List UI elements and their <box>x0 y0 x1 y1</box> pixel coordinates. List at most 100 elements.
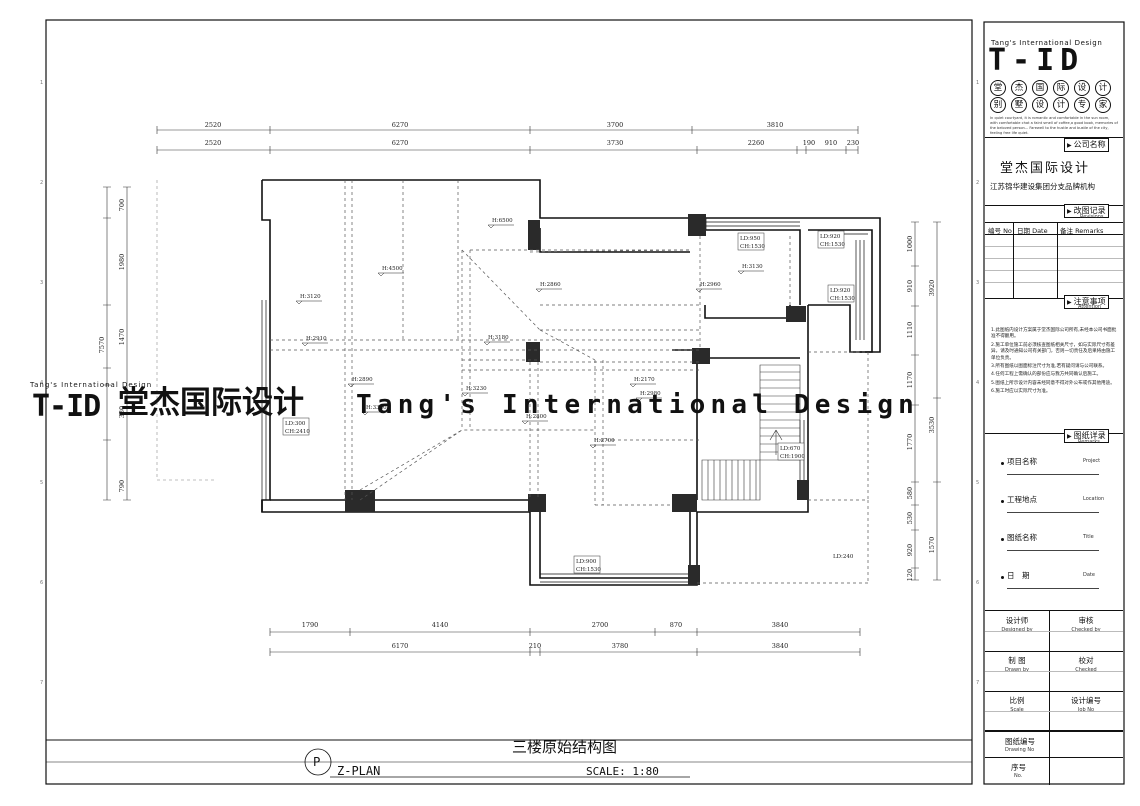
signature-cn: 设计编号 <box>1071 696 1101 705</box>
window-tag <box>737 232 765 251</box>
height-label: H:6500 <box>492 218 513 224</box>
dim-top-2: 2260 <box>748 139 765 147</box>
window-ch: CH:1900 <box>780 454 805 460</box>
svg-text:7: 7 <box>40 680 43 686</box>
watermark-logo: T-ID <box>32 389 101 424</box>
height-marker <box>695 288 722 293</box>
detail-field-cn: 工程地点 <box>1007 495 1037 504</box>
dim-top-1: 6270 <box>392 121 409 129</box>
brand-char-box: 国 <box>1032 80 1048 96</box>
detail-field-line <box>1007 550 1099 551</box>
detail-field-cn: 图纸名称 <box>1007 533 1037 542</box>
attention-note: 6.施工时应以实际尺寸为准。 <box>991 389 1051 395</box>
ld-note: LD:240 <box>833 554 854 560</box>
dim-right-inner: 910 <box>906 280 914 292</box>
signature-line <box>1049 631 1123 632</box>
signature-cell: 审核 Checked by <box>1049 611 1123 652</box>
height-label: H:3130 <box>742 264 763 270</box>
brand-logo: T-ID <box>988 43 1085 78</box>
signature-line <box>985 631 1049 632</box>
signature-line <box>985 671 1049 672</box>
height-label: H:2860 <box>540 282 561 288</box>
dim-bottom-2: 6170 <box>392 642 409 650</box>
height-label: H:3180 <box>488 335 509 341</box>
window-tag <box>817 230 845 249</box>
svg-text:6: 6 <box>40 580 43 586</box>
detail-field-cn: 项目名称 <box>1007 457 1037 466</box>
drawing-scale: SCALE: 1:80 <box>586 765 659 778</box>
height-marker <box>361 411 388 416</box>
svg-text:4: 4 <box>40 380 43 386</box>
brand-caption: Tang's International Design <box>991 39 1103 47</box>
window-ch: CH:2410 <box>285 429 310 435</box>
section-line <box>985 137 1123 138</box>
dim-right-inner: 580 <box>906 487 914 499</box>
structural-columns <box>345 214 809 585</box>
height-label: H:2700 <box>594 438 615 444</box>
height-label: H:3380 <box>366 405 387 411</box>
brand-char-box: 家 <box>1095 97 1111 113</box>
height-label: H:2170 <box>634 377 655 383</box>
brand-char-box: 计 <box>1095 80 1111 96</box>
dim-top-2: 230 <box>847 139 859 147</box>
height-marker <box>377 272 404 277</box>
bullet-icon <box>1001 462 1004 465</box>
height-marker <box>461 392 488 397</box>
height-marker <box>635 397 662 402</box>
height-label: H:4500 <box>382 266 403 272</box>
svg-text:1: 1 <box>976 80 979 86</box>
dim-right-inner: 530 <box>906 512 914 524</box>
window-ch: CH:1530 <box>830 296 855 302</box>
attention-note: 4.任何工程上需确认的部份应与我方共同确认后施工。 <box>991 372 1102 378</box>
signature-line <box>1049 711 1123 712</box>
svg-text:1: 1 <box>40 80 43 86</box>
dim-top-2: 3730 <box>607 139 624 147</box>
dim-left-inner: 1980 <box>118 254 126 271</box>
dim-top-2: 190 <box>803 139 815 147</box>
brand-char-box: 别 <box>990 97 1006 113</box>
svg-text:4: 4 <box>976 380 979 386</box>
signature-en: Checked by <box>1071 627 1101 633</box>
revisions-en: Revisions <box>1080 214 1104 220</box>
drawing-title: 三楼原始结构图 <box>512 738 618 756</box>
dim-top-1: 3810 <box>767 121 784 129</box>
detail-field-en: Date <box>1083 572 1095 578</box>
dim-right-inner: 1170 <box>906 372 914 389</box>
dim-right-inner: 1770 <box>906 434 914 451</box>
dim-top-1: 3700 <box>607 121 624 129</box>
dim-right-outer: 3920 <box>928 280 936 297</box>
signature-en: Drawn by <box>1005 667 1029 673</box>
revisions-table: 编号 No 日期 Date 备注 Remarks <box>985 222 1123 298</box>
brand-char-box: 墅 <box>1011 97 1027 113</box>
title-strip <box>304 748 690 778</box>
window-ld: LD:920 <box>830 288 851 294</box>
svg-text:5: 5 <box>976 480 979 486</box>
window-ch: CH:1530 <box>820 242 845 248</box>
attention-note: 5.图纸上所示设计内容未经同意不得对外公布或作其他用途。 <box>991 380 1115 386</box>
height-marker <box>737 270 764 275</box>
drawing-no-en: Drawing No <box>1005 747 1035 753</box>
dim-left-inner: 700 <box>118 199 126 211</box>
dim-bottom-2: 3780 <box>612 642 629 650</box>
site-outline <box>156 180 215 481</box>
drawing-no-block: 图纸编号 Drawing No 序号 No. <box>985 730 1123 785</box>
svg-text:3: 3 <box>40 280 43 286</box>
dim-right-outer: 3530 <box>928 417 936 434</box>
signature-cn: 审核 <box>1078 616 1094 625</box>
company-tag: 公司名称 <box>1064 138 1109 152</box>
window-ld: LD:950 <box>740 236 761 242</box>
height-marker <box>629 383 656 388</box>
dim-bottom-1: 3840 <box>772 621 789 629</box>
height-label: H:2890 <box>352 377 373 383</box>
svg-text:2: 2 <box>976 180 979 186</box>
height-label: H:2910 <box>306 336 327 342</box>
signature-cn: 比例 <box>1009 696 1025 705</box>
